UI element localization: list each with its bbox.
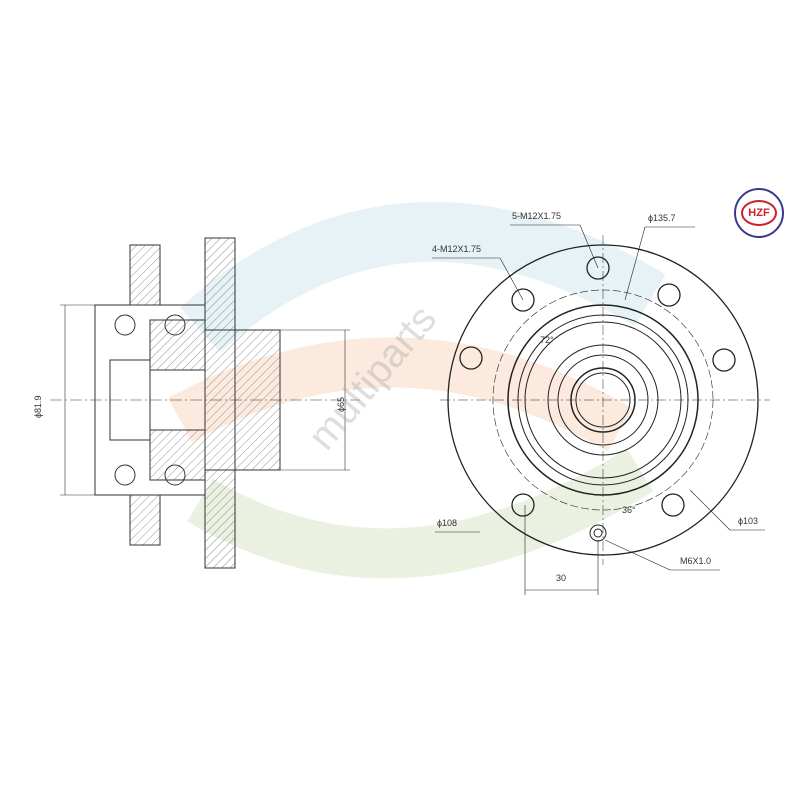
pcd-108-label: ϕ108 (437, 518, 458, 528)
pcd-135-label: ϕ135.7 (648, 213, 676, 223)
angle-36-label: 36° (622, 505, 636, 515)
pcd-103-label: ϕ103 (738, 516, 759, 526)
thread-5-label: 5-M12X1.75 (512, 211, 562, 221)
thread-m6-label: M6X1.0 (680, 556, 712, 566)
angle-72-label: 72° (540, 335, 554, 345)
offset-label: 30 (556, 573, 567, 583)
hub-section-view (50, 237, 360, 569)
thread-4-label: 4-M12X1.75 (432, 244, 482, 254)
bore-dia-label: ϕ81.9 (33, 395, 43, 418)
hzf-logo: HZF (734, 188, 784, 238)
logo-text: HZF (748, 207, 770, 219)
spigot-dia-label: ϕ65 (336, 396, 346, 412)
hub-face-view (432, 224, 770, 595)
